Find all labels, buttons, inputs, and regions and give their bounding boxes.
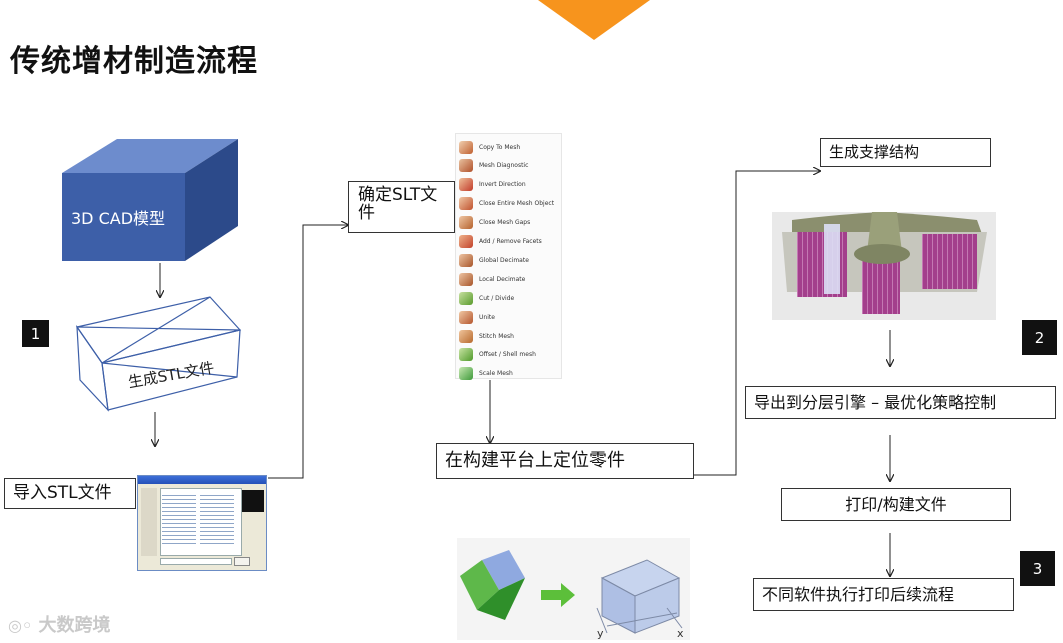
mesh-menu-item-label: Local Decimate <box>479 275 526 283</box>
mesh-menu-item-label: Scale Mesh <box>479 370 513 378</box>
mesh-tool-icon <box>459 253 473 267</box>
mesh-menu-item: Global Decimate <box>459 251 529 269</box>
mesh-menu-item: Scale Mesh <box>459 365 513 383</box>
slicing-engine-box: 导出到分层引擎 – 最优化策略控制 <box>745 386 1056 419</box>
watermark-text: 大数跨境 <box>38 615 111 636</box>
cube-orientation-image: y x <box>457 538 690 640</box>
mesh-tool-icon <box>459 216 473 230</box>
mesh-menu-item-label: Unite <box>479 313 495 321</box>
stl-generate-label: 生成STL文件 <box>127 359 216 392</box>
page-title: 传统增材制造流程 <box>10 44 258 79</box>
mesh-menu-item-label: Invert Direction <box>479 181 526 189</box>
mesh-menu-item: Add / Remove Facets <box>459 233 542 251</box>
mesh-menu-item-label: Copy To Mesh <box>479 143 521 151</box>
step-badge-2: 2 <box>1022 320 1057 355</box>
mesh-menu-item: Unite <box>459 308 495 326</box>
cad-model-label: 3D CAD模型 <box>71 209 165 228</box>
mesh-menu-item: Stitch Mesh <box>459 327 514 345</box>
axis-y-label: y <box>597 627 604 640</box>
step-badge-1: 1 <box>22 320 49 347</box>
mesh-menu-item-label: Close Mesh Gaps <box>479 219 531 227</box>
mesh-menu-item-label: Stitch Mesh <box>479 332 514 340</box>
mesh-menu-item: Close Mesh Gaps <box>459 214 530 232</box>
mesh-tool-icon <box>459 291 473 305</box>
mesh-menu-item: Invert Direction <box>459 176 526 194</box>
import-stl-box: 导入STL文件 <box>4 478 136 509</box>
watermark-logo-icon: ◎◦ <box>8 616 33 635</box>
mesh-menu-item-label: Add / Remove Facets <box>479 238 542 245</box>
mesh-menu-item: Local Decimate <box>459 270 525 288</box>
mesh-tool-icon <box>459 159 473 173</box>
post-processing-box: 不同软件执行打印后续流程 <box>753 578 1014 611</box>
print-build-box: 打印/构建文件 <box>781 488 1011 521</box>
mesh-tool-icon <box>459 348 473 362</box>
mesh-menu-item-label: Cut / Divide <box>479 294 515 302</box>
mesh-tool-icon <box>459 235 473 248</box>
axis-x-label: x <box>677 627 684 640</box>
step-badge-3: 3 <box>1020 551 1055 586</box>
support-structure-render <box>772 212 996 320</box>
mesh-tool-icon <box>459 272 473 286</box>
confirm-stl-box: 确定SLT文件 <box>348 181 455 233</box>
mesh-menu-item: Offset / Shell mesh <box>459 346 536 364</box>
cad-model-block: 3D CAD模型 <box>62 139 238 261</box>
top-orange-triangle <box>538 0 650 40</box>
mesh-tool-icon <box>459 178 473 192</box>
mesh-tool-icon <box>459 310 473 324</box>
watermark: ◎◦ 大数跨境 <box>8 611 110 637</box>
mesh-menu-item: Close Entire Mesh Object <box>459 195 554 213</box>
mesh-menu-item: Cut / Divide <box>459 289 514 307</box>
file-dialog-screenshot <box>137 475 267 571</box>
mesh-menu-item: Mesh Diagnostic <box>459 157 528 175</box>
mesh-menu-item: Copy To Mesh <box>459 138 520 156</box>
mesh-tool-icon <box>459 197 473 211</box>
mesh-menu-item-label: Global Decimate <box>479 256 529 264</box>
position-part-box: 在构建平台上定位零件 <box>436 443 694 479</box>
mesh-menu-item-label: Offset / Shell mesh <box>479 351 536 359</box>
mesh-tool-icon <box>459 329 473 343</box>
mesh-menu-item-label: Mesh Diagnostic <box>479 162 529 170</box>
mesh-menu-item-label: Close Entire Mesh Object <box>479 200 555 208</box>
stl-wireframe-block: 生成STL文件 <box>75 296 242 412</box>
mesh-tool-icon <box>459 140 473 154</box>
mesh-tool-icon <box>459 367 473 381</box>
support-structure-box: 生成支撑结构 <box>820 138 991 167</box>
